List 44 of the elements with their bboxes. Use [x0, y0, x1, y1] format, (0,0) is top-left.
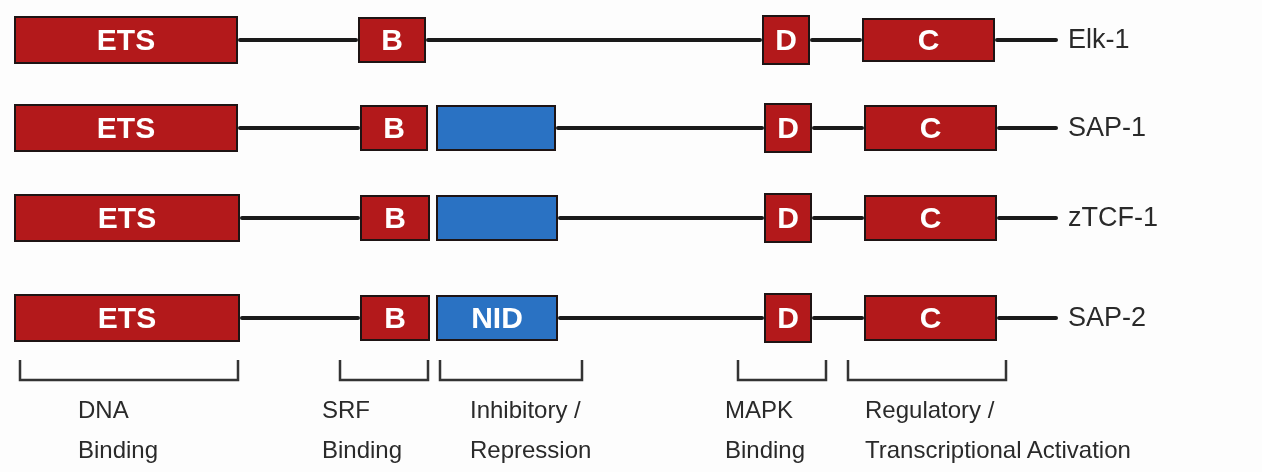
domain-box: C: [862, 18, 995, 62]
backbone-line: [812, 126, 864, 130]
domain-box: ETS: [14, 294, 240, 342]
backbone-line: [997, 126, 1058, 130]
region-label: Regulatory / Transcriptional Activation: [865, 395, 1132, 465]
region-label: DNA Binding: [78, 395, 160, 465]
backbone-line: [997, 216, 1058, 220]
domain-box: B: [360, 195, 430, 241]
domain-box: [436, 195, 558, 241]
domain-box: C: [864, 295, 997, 341]
protein-name: zTCF-1: [1068, 204, 1158, 231]
domain-box: D: [764, 103, 812, 153]
domain-box: D: [762, 15, 810, 65]
domain-box: D: [764, 293, 812, 343]
domain-box: NID: [436, 295, 558, 341]
backbone-line: [238, 38, 358, 42]
backbone-line: [812, 216, 864, 220]
backbone-line: [426, 38, 762, 42]
domain-box: D: [764, 193, 812, 243]
backbone-line: [558, 316, 764, 320]
protein-name: SAP-2: [1068, 304, 1147, 331]
region-label: Inhibitory / Repression: [470, 395, 593, 465]
protein-name: Elk-1: [1068, 26, 1130, 53]
backbone-line: [995, 38, 1058, 42]
domain-box: ETS: [14, 104, 238, 152]
backbone-line: [558, 216, 764, 220]
backbone-line: [238, 126, 360, 130]
backbone-line: [556, 126, 764, 130]
domain-box: B: [360, 105, 428, 151]
region-label: SRF Binding: [322, 395, 404, 465]
backbone-line: [240, 216, 360, 220]
backbone-line: [812, 316, 864, 320]
domain-box: [436, 105, 556, 151]
domain-box: B: [358, 17, 426, 63]
backbone-line: [240, 316, 360, 320]
protein-name: SAP-1: [1068, 114, 1147, 141]
backbone-line: [997, 316, 1058, 320]
domain-box: C: [864, 195, 997, 241]
domain-box: ETS: [14, 194, 240, 242]
region-label: MAPK Binding: [725, 395, 807, 465]
domain-box: ETS: [14, 16, 238, 64]
domain-box: C: [864, 105, 997, 151]
domain-box: B: [360, 295, 430, 341]
backbone-line: [810, 38, 862, 42]
